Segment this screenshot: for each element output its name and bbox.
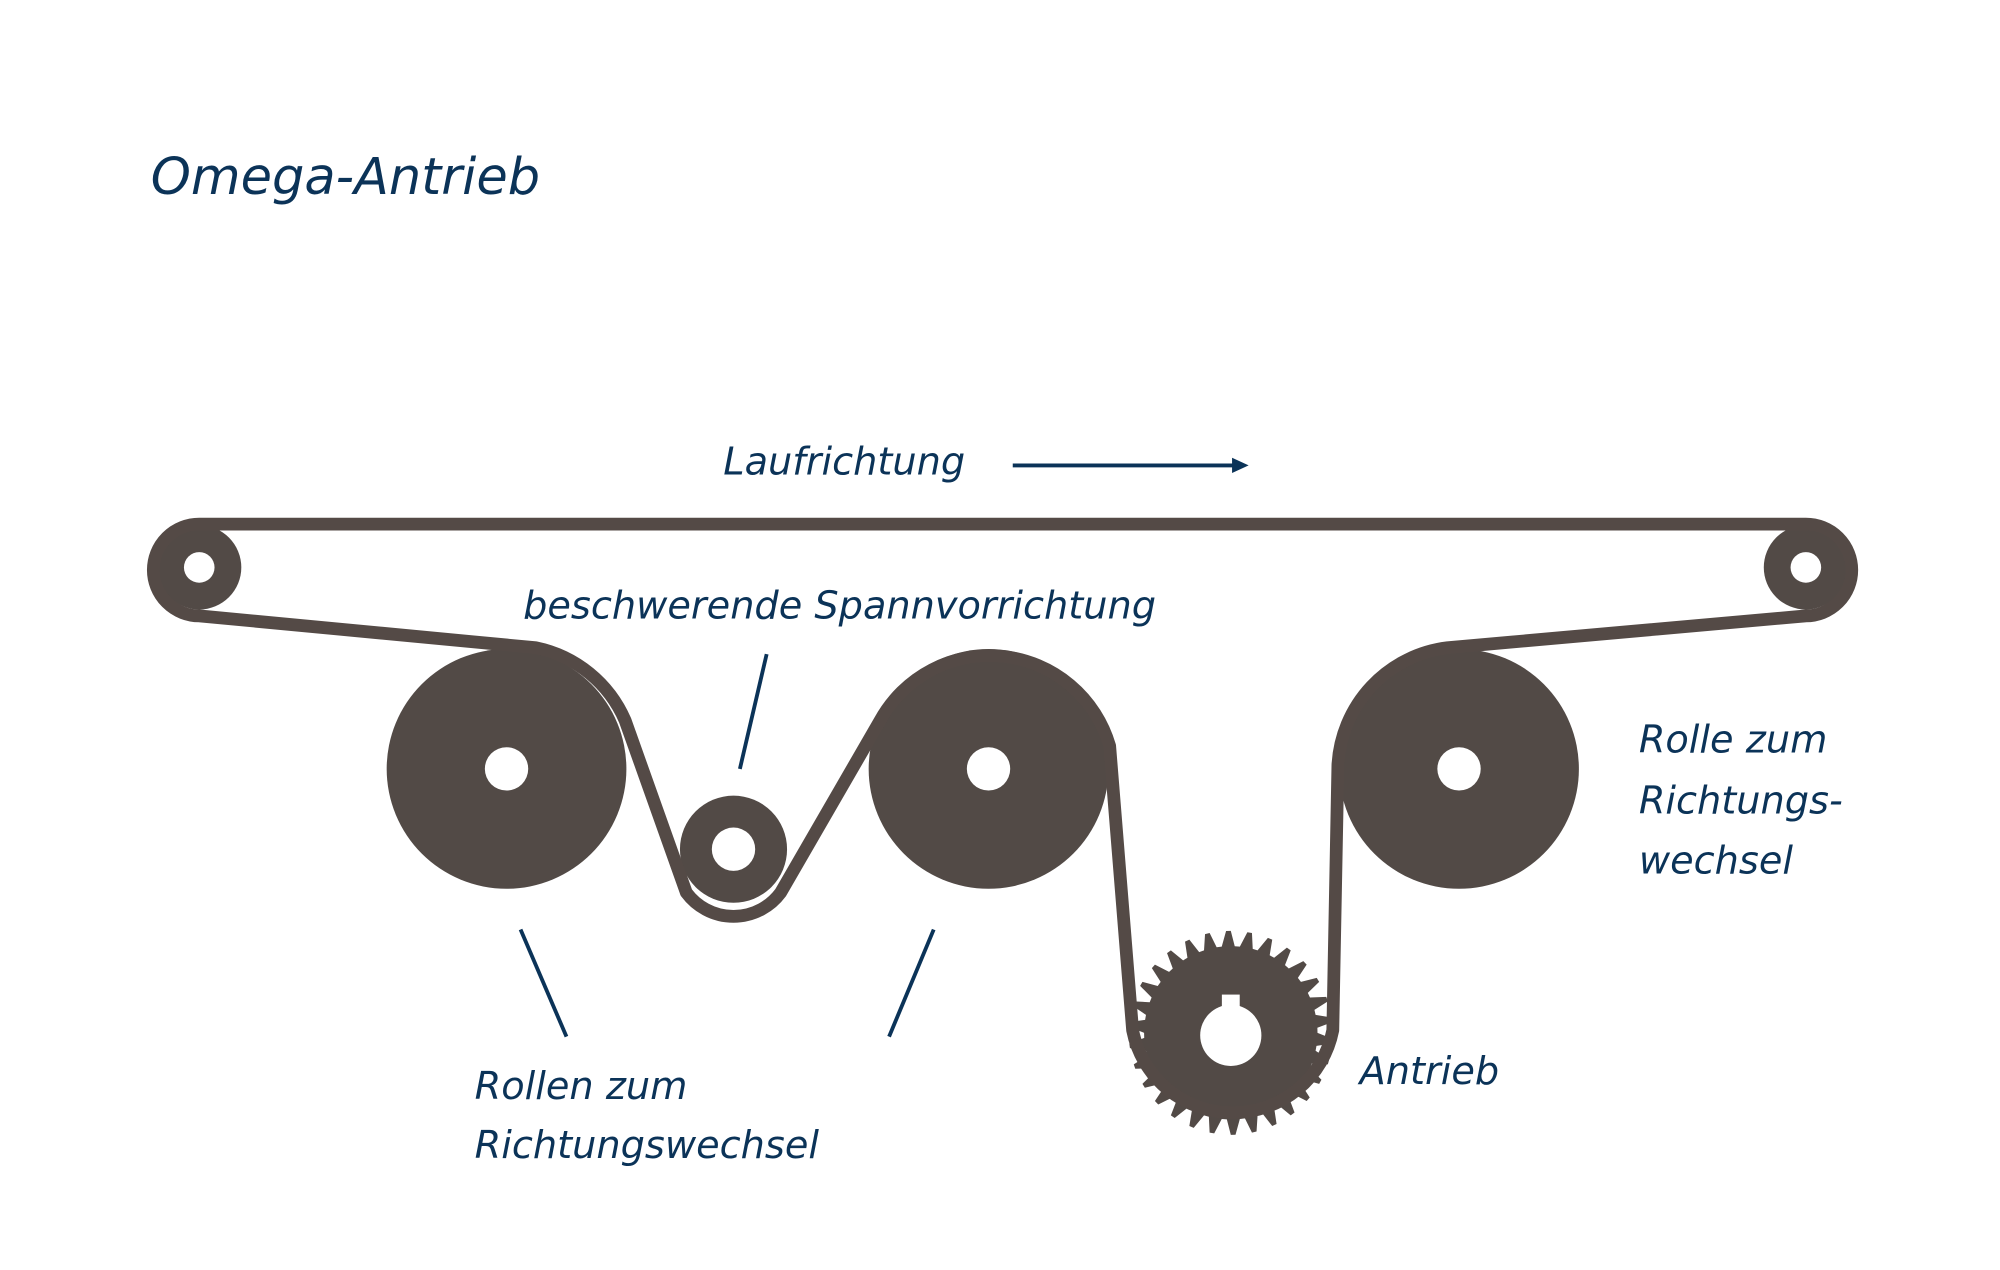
pointer-lines xyxy=(518,653,936,1038)
pointer-roller-middle xyxy=(887,928,936,1038)
direction-arrow-icon xyxy=(1012,457,1249,474)
pointer-tensioner xyxy=(738,653,769,770)
roller-right-label-line3: wechsel xyxy=(1639,838,1794,883)
rollers-label-line2: Richtungswechsel xyxy=(475,1123,820,1168)
drive-sprocket xyxy=(1128,930,1333,1135)
roller-middle-hole xyxy=(966,747,1011,791)
rollers-label-line1: Rollen zum xyxy=(475,1064,688,1109)
drive-label: Antrieb xyxy=(1357,1049,1500,1094)
sprocket-keyway xyxy=(1221,994,1240,1010)
idler-right-hole xyxy=(1790,552,1822,583)
roller-right-hole xyxy=(1437,747,1481,791)
sprocket-bore xyxy=(1200,1004,1262,1066)
roller-right-label-line1: Rolle zum xyxy=(1639,717,1828,762)
roller-right-label-line2: Richtungs- xyxy=(1639,779,1843,824)
pointer-roller-left xyxy=(518,928,569,1038)
idler-left-hole xyxy=(183,552,215,583)
tension-roller-hole xyxy=(711,827,756,871)
belt xyxy=(146,517,1859,1119)
tensioner-label: beschwerende Spannvorrichtung xyxy=(523,583,1156,628)
direction-label: Laufrichtung xyxy=(723,439,965,484)
diagram-title: Omega-Antrieb xyxy=(151,148,540,207)
roller-left-hole xyxy=(484,747,529,791)
rollers-group xyxy=(157,525,1848,903)
